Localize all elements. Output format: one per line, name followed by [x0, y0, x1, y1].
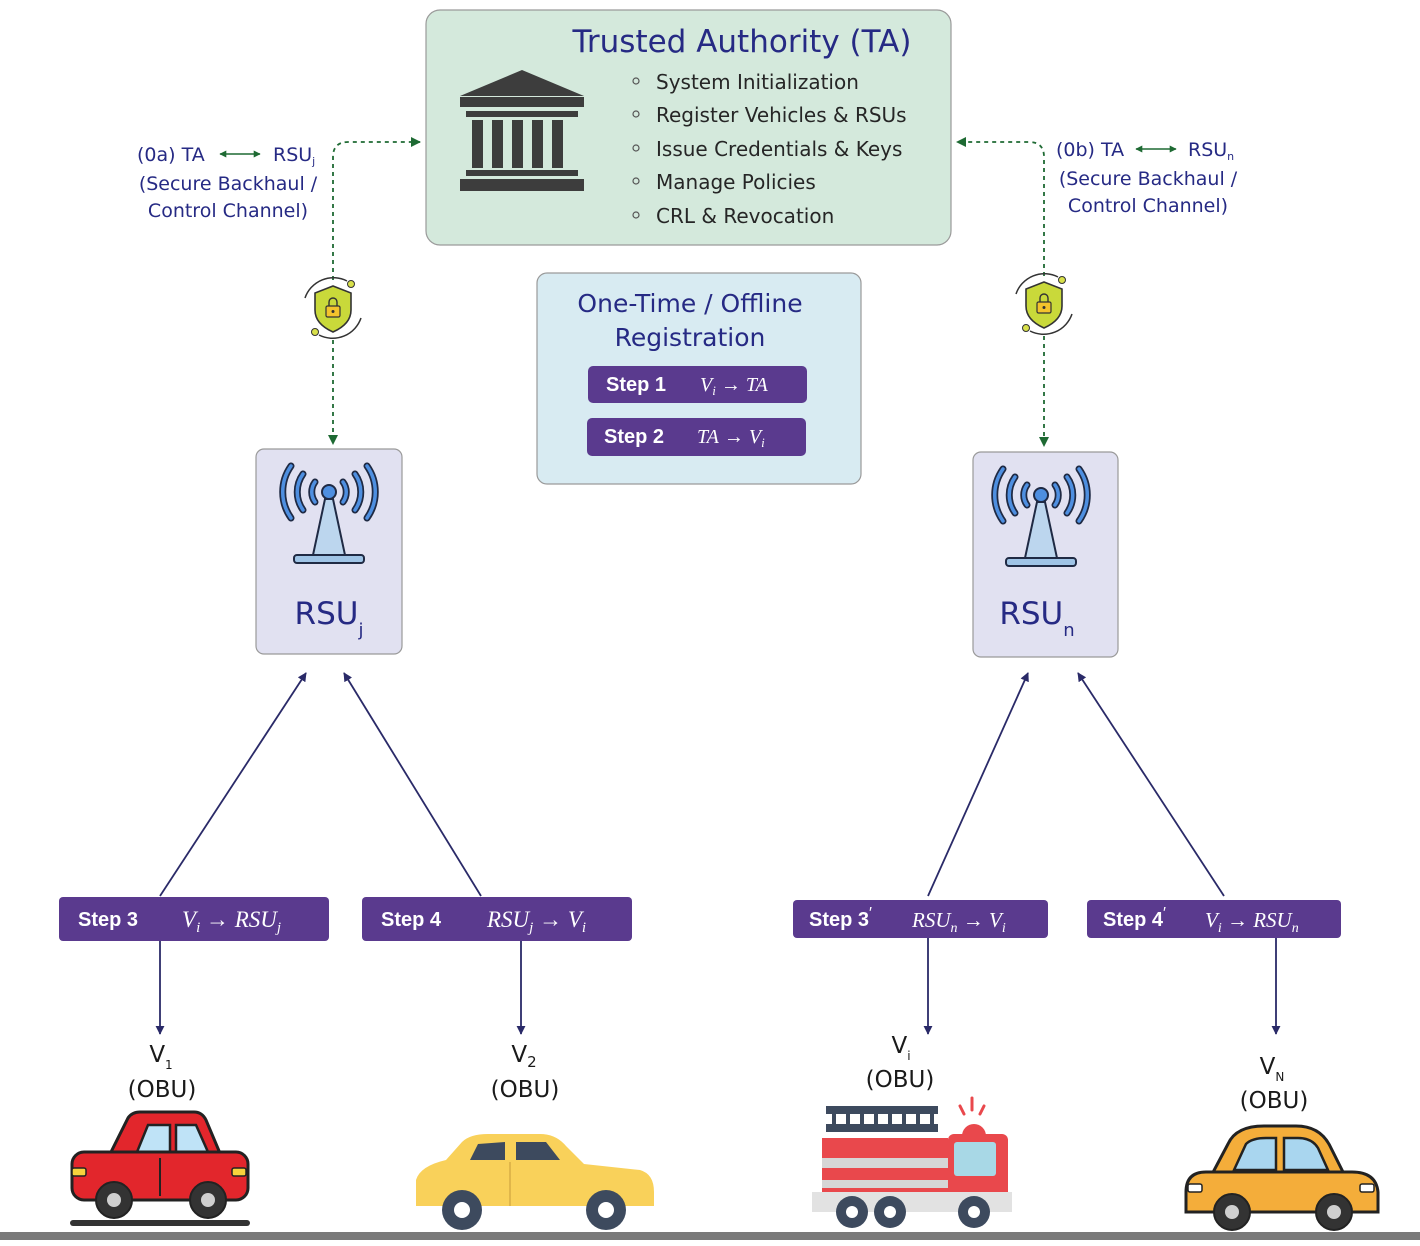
- step-1-from: V: [700, 374, 715, 396]
- road: [0, 1232, 1420, 1240]
- channel-right-tag: (0b) TA: [1056, 139, 1124, 161]
- svg-text:Step 3′: Step 3′: [809, 905, 872, 931]
- ta-item: Manage Policies: [656, 170, 816, 194]
- trusted-authority-box: Trusted Authority (TA) System Initializa…: [425, 9, 952, 246]
- rsu-box-left: RSUj: [255, 448, 403, 655]
- step-3-prime-badge: Step 3′ RSUn → Vi: [793, 900, 1048, 938]
- svg-text:RSUn: RSUn: [1188, 139, 1234, 163]
- channel-left-line2: (Secure Backhaul /: [139, 173, 318, 195]
- step-4-label: Step 4: [381, 909, 442, 931]
- ta-item: Register Vehicles & RSUs: [656, 103, 907, 127]
- antenna-tower-icon: [279, 462, 379, 564]
- rsu-box-right: RSUn: [972, 451, 1119, 658]
- svg-text:RSUn → Vi: RSUn → Vi: [911, 908, 1006, 936]
- car-icon: [70, 1110, 250, 1226]
- vehicle-vn-unit: (OBU): [1240, 1088, 1309, 1114]
- ta-item: System Initialization: [656, 70, 859, 94]
- step-4-prime-badge: Step 4′ Vi → RSUn: [1087, 900, 1341, 938]
- rsu-left-sub: j: [357, 620, 363, 641]
- ta-item: Issue Credentials & Keys: [656, 137, 902, 161]
- step-2-to: V: [749, 426, 764, 448]
- channel-left-line3: Control Channel): [148, 200, 308, 222]
- channel-left-rsu-sub: j: [311, 155, 315, 168]
- offline-registration-box: One-Time / Offline Registration Step 1 V…: [536, 272, 862, 485]
- channel-left-rsu: RSU: [273, 144, 312, 166]
- shield-lock-icon: [1015, 273, 1073, 335]
- secure-link-left: [328, 137, 421, 445]
- bank-building-icon: [460, 70, 584, 191]
- step-1-label: Step 1: [606, 374, 666, 396]
- antenna-tower-icon: [991, 465, 1091, 567]
- channel-right-rsu-sub: n: [1227, 150, 1234, 163]
- shield-lock-icon: [304, 277, 362, 339]
- step-4-badge: Step 4 RSUj → Vi: [362, 897, 632, 941]
- svg-text:Vi → RSUj: Vi → RSUj: [182, 907, 281, 936]
- vehicle-vn-label: VN: [1260, 1054, 1285, 1084]
- taxi-icon: [416, 1134, 654, 1230]
- channel-left-tag: (0a) TA: [137, 144, 205, 166]
- svg-text:TA → Vi: TA → Vi: [697, 426, 765, 450]
- ta-item: CRL & Revocation: [656, 204, 834, 228]
- step-1-to: TA: [746, 374, 769, 396]
- step-3-badge: Step 3 Vi → RSUj: [59, 897, 329, 941]
- svg-text:Step 4′: Step 4′: [1103, 905, 1166, 931]
- secure-link-right: [956, 137, 1049, 447]
- registration-title: Registration: [615, 323, 766, 352]
- step-2-badge: Step 2 TA → Vi: [587, 418, 806, 456]
- svg-text:RSUj: RSUj: [295, 596, 364, 641]
- step-3p-label: Step 3: [809, 909, 869, 931]
- step-1-from-sub: i: [712, 383, 716, 398]
- vehicle-v1-label: V1: [149, 1042, 172, 1072]
- vehicle-v1-unit: (OBU): [128, 1077, 197, 1103]
- channel-label-right: (0b) TA RSUn (Secure Backhaul / Control …: [1056, 139, 1238, 217]
- registration-title: One-Time / Offline: [577, 289, 802, 318]
- step-2-from: TA: [697, 426, 720, 448]
- vehicle-vi-unit: (OBU): [866, 1067, 935, 1093]
- channel-right-line3: Control Channel): [1068, 195, 1228, 217]
- fire-truck-icon: [812, 1096, 1012, 1228]
- svg-text:RSUn: RSUn: [999, 596, 1074, 641]
- svg-text:RSUj: RSUj: [273, 144, 315, 168]
- vehicle-v2-label: V2: [511, 1042, 536, 1071]
- ta-responsibilities-list: System Initialization Register Vehicles …: [632, 70, 907, 228]
- ta-title: Trusted Authority (TA): [572, 24, 912, 60]
- step-2-to-sub: i: [761, 435, 765, 450]
- vehicle-v2-unit: (OBU): [491, 1077, 560, 1103]
- communication-arrows: [155, 672, 1281, 1035]
- channel-label-left: (0a) TA RSUj (Secure Backhaul / Control …: [137, 144, 318, 222]
- step-1-badge: Step 1 Vi → TA: [588, 366, 807, 403]
- svg-text:Vi → TA: Vi → TA: [700, 374, 768, 398]
- channel-right-line2: (Secure Backhaul /: [1059, 168, 1238, 190]
- svg-text:Vi → RSUn: Vi → RSUn: [1205, 908, 1299, 936]
- vehicle-vi-label: Vi: [891, 1033, 910, 1063]
- rsu-left-name: RSU: [295, 596, 359, 632]
- step-4p-label: Step 4: [1103, 909, 1164, 931]
- channel-right-rsu: RSU: [1188, 139, 1227, 161]
- car-icon: [1184, 1124, 1380, 1231]
- step-2-label: Step 2: [604, 426, 664, 448]
- rsu-right-name: RSU: [999, 596, 1063, 632]
- step-3-label: Step 3: [78, 909, 138, 931]
- svg-text:RSUj → Vi: RSUj → Vi: [486, 907, 586, 936]
- rsu-right-sub: n: [1063, 620, 1074, 641]
